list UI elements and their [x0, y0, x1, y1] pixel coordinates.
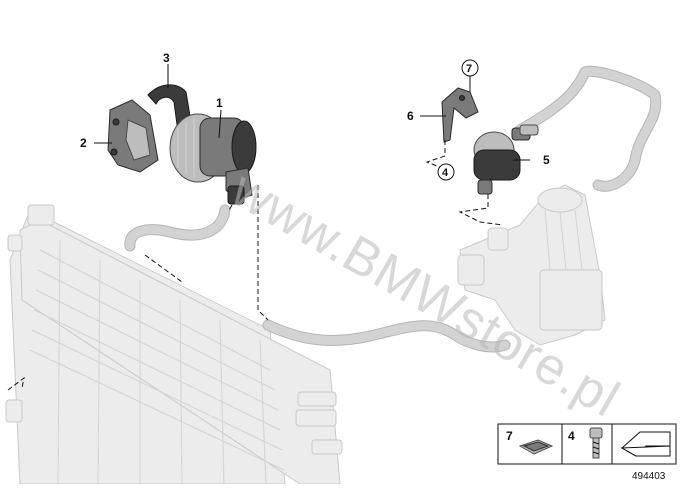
clip-nut-icon	[518, 439, 554, 455]
legend-label-7: 7	[506, 429, 513, 443]
legend-box: 7 4	[497, 423, 677, 465]
arrow-icon	[620, 431, 671, 457]
part-2-bracket	[107, 99, 159, 173]
callout-1: 1	[216, 96, 223, 110]
assembly-dashed-lines	[7, 140, 504, 391]
callout-2: 2	[80, 136, 87, 150]
leader-lines	[94, 64, 530, 161]
oil-filter-housing	[457, 184, 606, 346]
legend-cell-4	[561, 423, 613, 465]
bolt-icon	[589, 427, 603, 459]
radiator-fins	[29, 239, 285, 485]
callout-6: 6	[407, 109, 414, 123]
part-6-bracket	[441, 87, 479, 143]
callout-3: 3	[163, 51, 170, 65]
part-1-water-pump	[169, 113, 257, 205]
callout-7-circle	[461, 59, 479, 77]
callout-7: 7	[466, 63, 472, 75]
radiator	[5, 204, 343, 485]
callout-labels: 1 2 3 4 5 6 7	[80, 51, 550, 181]
callout-5: 5	[543, 153, 550, 167]
doc-number: 494403	[632, 471, 666, 482]
coolant-hoses	[124, 65, 662, 353]
callout-4-circle	[437, 163, 455, 181]
callout-4: 4	[442, 167, 449, 179]
legend-label-4: 4	[568, 429, 575, 443]
part-5-aux-pump	[473, 124, 539, 195]
